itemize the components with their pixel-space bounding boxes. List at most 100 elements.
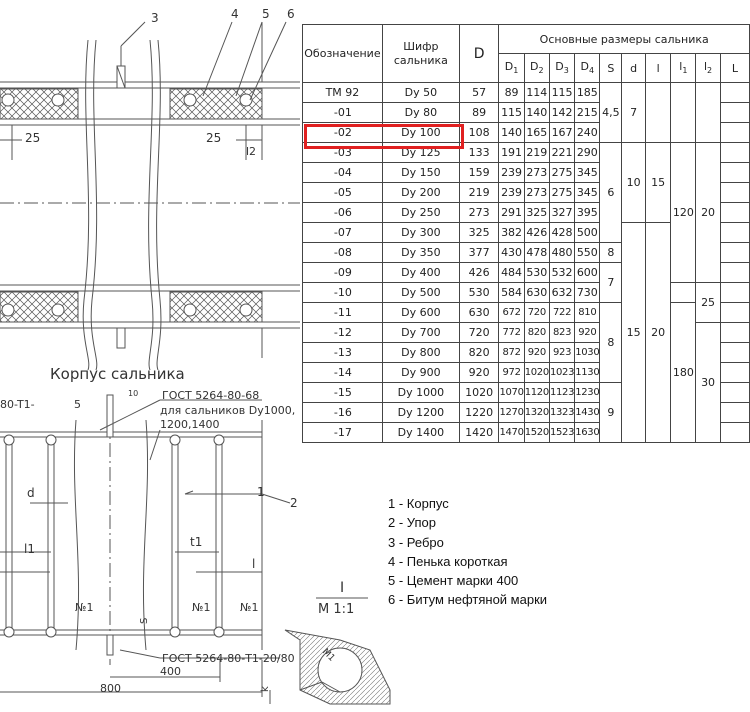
cell-l1: 120 [670, 142, 697, 283]
col-l1: l1 [670, 53, 697, 83]
gost-bottom: ГОСТ 5264-80-Т1-20/80 [162, 652, 295, 665]
cell-D2: 820 [523, 322, 550, 343]
callout-steel: 80-T1- [0, 398, 35, 411]
gost-note-1: ГОСТ 5264-80-68 [162, 389, 259, 402]
gland-section-view [0, 21, 300, 371]
cell-gland-code: Dy 350 [381, 242, 460, 263]
dim-t1: t1 [190, 535, 202, 549]
cell-D1: 191 [498, 142, 525, 163]
cell-D4: 730 [574, 282, 601, 303]
col-gland-code: Шифр сальника [381, 24, 460, 83]
cell-gland-code: Dy 800 [381, 342, 460, 363]
cell-D3: 923 [548, 342, 576, 363]
cell-gland-code: Dy 500 [381, 282, 460, 303]
cell-D3: 275 [548, 162, 576, 183]
callout-4: 4 [231, 7, 239, 21]
cell-L [719, 362, 750, 383]
cell-gland-code: Dy 1000 [381, 382, 460, 403]
cell-designation: -06 [302, 202, 383, 223]
cell-D4: 1130 [574, 362, 601, 383]
cell-D3: 532 [548, 262, 576, 283]
cell-D2: 530 [523, 262, 550, 283]
cell-D4: 1630 [574, 422, 601, 443]
cell-designation: -08 [302, 242, 383, 263]
gost-note-3: 1200,1400 [160, 418, 220, 431]
cell-S: 9 [599, 382, 623, 443]
cell-D2: 325 [523, 202, 550, 223]
cell-D: 89 [458, 102, 500, 123]
cell-L [719, 422, 750, 443]
cell-D: 57 [458, 82, 500, 103]
cell-D1: 382 [498, 222, 525, 243]
dim-d: d [27, 486, 35, 500]
cell-D3: 275 [548, 182, 576, 203]
cell-D: 377 [458, 242, 500, 263]
cell-D4: 1430 [574, 402, 601, 423]
legend-item: 1 - Корпус [388, 496, 449, 511]
cell-L [719, 282, 750, 303]
cell-L [719, 182, 750, 203]
cell-D3: 167 [548, 122, 576, 143]
cell-D3: 480 [548, 242, 576, 263]
cell-designation: -05 [302, 182, 383, 203]
col-D1: D1 [498, 53, 525, 83]
cell-l: 20 [644, 222, 672, 443]
cell-D4: 1230 [574, 382, 601, 403]
weld-no1-c: №1 [240, 601, 258, 614]
cell-D: 426 [458, 262, 500, 283]
dim-l1: l1 [24, 542, 35, 556]
cell-D4: 240 [574, 122, 601, 143]
cell-L [719, 82, 750, 103]
cell-D4: 215 [574, 102, 601, 123]
col-l2: l2 [695, 53, 721, 83]
cell-D: 108 [458, 122, 500, 143]
cell-L [719, 382, 750, 403]
gost-note-2: для сальников Dy1000, [160, 404, 295, 417]
cell-designation: -03 [302, 142, 383, 163]
cell-L [719, 242, 750, 263]
cell-L [719, 162, 750, 183]
cell-D1: 239 [498, 162, 525, 183]
cell-l2 [695, 82, 721, 143]
cell-D2: 165 [523, 122, 550, 143]
dim-800: 800 [100, 682, 121, 695]
cell-gland-code: Dy 400 [381, 262, 460, 283]
cell-l2: 25 [695, 282, 721, 323]
cell-gland-code: Dy 150 [381, 162, 460, 183]
cell-L [719, 102, 750, 123]
cell-D1: 430 [498, 242, 525, 263]
cell-D3: 221 [548, 142, 576, 163]
cell-S: 4,5 [599, 82, 623, 143]
cell-gland-code: Dy 1200 [381, 402, 460, 423]
cell-D2: 273 [523, 182, 550, 203]
cell-L [719, 342, 750, 363]
cell-D: 133 [458, 142, 500, 163]
col-d: d [621, 53, 646, 83]
cell-L [719, 122, 750, 143]
callout-5-lower: 5 [74, 398, 81, 411]
col-D: D [458, 24, 500, 83]
detail-scale: М 1:1 [318, 602, 354, 617]
cell-d: 10 [621, 142, 646, 223]
cell-D4: 345 [574, 182, 601, 203]
cell-l2: 30 [695, 322, 721, 443]
cell-D2: 1320 [523, 402, 550, 423]
cell-D3: 142 [548, 102, 576, 123]
detail-label: I [340, 580, 344, 596]
cell-designation: -02 [302, 122, 383, 143]
col-D4: D4 [574, 53, 601, 83]
dim-l2: l2 [246, 145, 256, 158]
cell-gland-code: Dy 700 [381, 322, 460, 343]
cell-S: 7 [599, 262, 623, 303]
col-D3: D3 [548, 53, 576, 83]
cell-D3: 1023 [548, 362, 576, 383]
cell-D2: 1520 [523, 422, 550, 443]
cell-L [719, 202, 750, 223]
cell-D4: 1030 [574, 342, 601, 363]
cell-D4: 810 [574, 302, 601, 323]
